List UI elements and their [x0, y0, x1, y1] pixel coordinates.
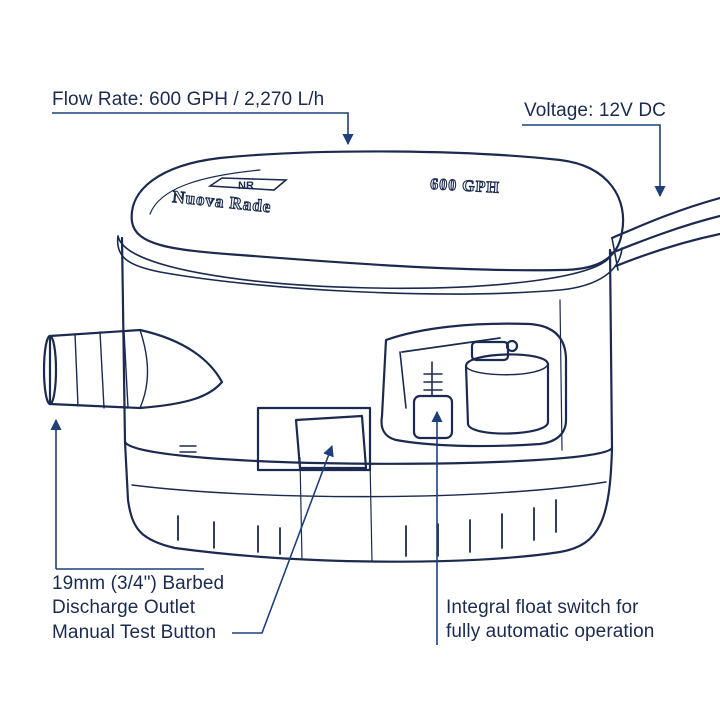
float-switch-label-line-1: Integral float switch for	[446, 597, 639, 618]
voltage-label: Voltage: 12V DC	[524, 100, 666, 121]
float-switch-label: Integral float switch for fully automati…	[446, 596, 706, 644]
voltage-leader	[522, 124, 666, 198]
outlet-label: 19mm (3/4") Barbed Discharge Outlet	[52, 572, 272, 620]
pump-lid	[116, 150, 625, 295]
test-button-label: Manual Test Button	[52, 622, 217, 643]
flow-rate-leader	[52, 112, 354, 146]
rating-badge: 600 GPH	[430, 176, 500, 197]
brand-name: Nuova Rade	[172, 187, 273, 216]
manual-test-button	[179, 406, 372, 472]
float-switch	[380, 322, 568, 448]
discharge-outlet	[42, 328, 224, 410]
test-button-leader	[232, 444, 334, 634]
flow-rate-label: Flow Rate: 600 GPH / 2,270 L/h	[52, 89, 325, 110]
callout-leaders	[50, 112, 666, 645]
pump-body	[117, 235, 614, 563]
power-cable	[610, 196, 720, 271]
float-switch-label-line-2: fully automatic operation	[446, 621, 655, 642]
logo-mark: NR	[238, 180, 254, 192]
outlet-label-line-2: Discharge Outlet	[52, 597, 196, 618]
inlet-slots	[177, 499, 557, 557]
lid-logo: NR Nuova Rade 600 GPH	[171, 175, 501, 216]
outlet-label-line-1: 19mm (3/4") Barbed	[52, 573, 225, 594]
